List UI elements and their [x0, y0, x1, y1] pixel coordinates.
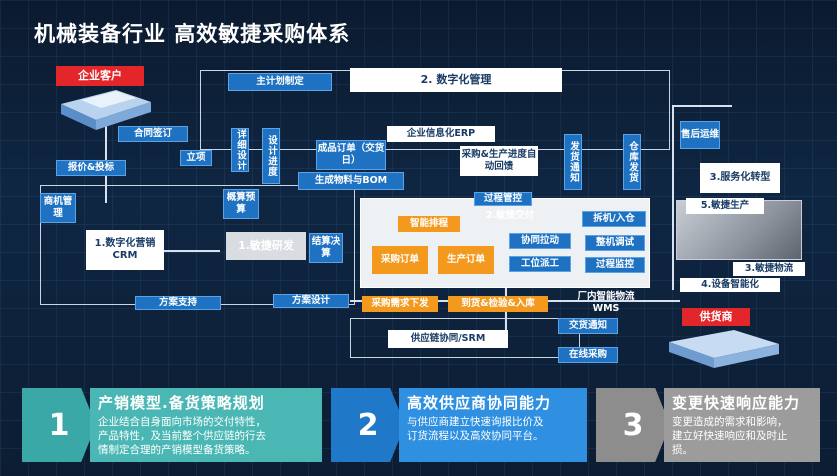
- card-1-number: 1: [22, 388, 96, 462]
- card-1-line: 企业结合自身面向市场的交付特性，: [98, 416, 266, 428]
- node-wms: 厂内智能物流WMS: [577, 291, 635, 314]
- connector: [105, 113, 107, 203]
- card-1-line: 情制定合理的产销模型备货策略。: [98, 444, 256, 457]
- card-3: 3 变更快速响应能力 变更造成的需求和影响， 建立好快速响应和及时止 损。: [596, 388, 820, 462]
- connector: [672, 105, 732, 107]
- supplier-factory-icon: [669, 330, 779, 368]
- card-1-title: 产销模型.备货策略规划: [98, 394, 265, 412]
- node-service: 3.服务化转型: [700, 163, 780, 193]
- node-equipment-smart: 4.设备智能化: [680, 278, 780, 292]
- connector: [110, 250, 220, 252]
- node-bom: 生成物料与BOM: [298, 172, 404, 190]
- card-2-line: 订货流程以及高效协同平台。: [407, 430, 544, 443]
- supplier-label: 供货商: [682, 308, 750, 326]
- card-3-line: 损。: [672, 444, 693, 457]
- node-after-sales: 售后运维: [680, 121, 720, 149]
- card-1-line: 产品特性，及当前整个供应链的行去: [98, 430, 266, 443]
- node-delivery-notice: 交货通知: [558, 318, 618, 334]
- node-agile-production: 5.敏捷生产: [686, 198, 764, 214]
- node-agile-rd: 1.敏捷研发: [226, 232, 306, 260]
- connector: [672, 105, 674, 290]
- card-2-body: 高效供应商协同能力 与供应商建立快速询报比价及 订货流程以及高效协同平台。: [399, 388, 587, 462]
- node-production-order: 生产订单: [438, 246, 494, 274]
- node-project: 立项: [180, 150, 212, 166]
- node-digital-mgmt: 2. 数字化管理: [350, 68, 562, 92]
- node-warehouse-ship: 仓库发货: [623, 134, 641, 190]
- node-purchase-feedback: 采购&生产进度自动回馈: [460, 146, 538, 176]
- flow-frame-bottom: [350, 318, 580, 358]
- card-2-number: 2: [331, 388, 405, 462]
- node-budget: 概算预算: [223, 189, 259, 219]
- node-contract: 合同签订: [118, 126, 188, 142]
- node-process-monitor: 过程监控: [585, 257, 645, 273]
- card-3-text: 变更造成的需求和影响， 建立好快速响应和及时止 损。: [672, 415, 788, 458]
- card-2-title: 高效供应商协同能力: [407, 394, 552, 412]
- card-2-text: 与供应商建立快速询报比价及 订货流程以及高效协同平台。: [407, 415, 544, 443]
- card-3-line: 建立好快速响应和及时止: [672, 430, 788, 443]
- node-receiving: 到货&检验&入库: [448, 296, 548, 312]
- node-smart-schedule: 智能排程: [398, 216, 460, 232]
- node-solution-design: 方案设计: [273, 294, 349, 308]
- node-process-control: 过程管控: [474, 192, 532, 206]
- card-3-number: 3: [596, 388, 670, 462]
- node-shipping-notice: 发货通知: [564, 134, 582, 190]
- node-erp: 企业信息化ERP: [387, 126, 495, 142]
- node-disassembly: 拆机/入仓: [582, 211, 646, 227]
- card-2: 2 高效供应商协同能力 与供应商建立快速询报比价及 订货流程以及高效协同平台。: [331, 388, 587, 462]
- node-online-purchase: 在线采购: [558, 347, 618, 363]
- card-3-line: 变更造成的需求和影响，: [672, 416, 788, 428]
- node-master-plan: 主计划制定: [228, 73, 332, 91]
- node-order: 成品订单（交货日）: [316, 140, 386, 170]
- node-purchase-order: 采购订单: [372, 246, 428, 274]
- node-quote: 报价&投标: [56, 160, 126, 176]
- card-1-body: 产销模型.备货策略规划 企业结合自身面向市场的交付特性， 产品特性，及当前整个供…: [90, 388, 322, 462]
- node-srm: 供应链协同/SRM: [388, 330, 508, 348]
- node-detail-design: 详细设计: [231, 128, 249, 172]
- customer-label: 企业客户: [56, 66, 144, 86]
- node-collab-pull: 协同拉动: [509, 233, 571, 249]
- card-2-line: 与供应商建立快速询报比价及: [407, 416, 544, 428]
- card-3-body: 变更快速响应能力 变更造成的需求和影响， 建立好快速响应和及时止 损。: [664, 388, 820, 462]
- node-settlement: 结算决算: [309, 233, 343, 263]
- node-agile-delivery: 2.敏捷交付: [485, 210, 535, 222]
- node-solution-support: 方案支持: [135, 296, 221, 310]
- node-design-progress: 设计进度: [262, 128, 280, 184]
- node-opportunity: 商机管理: [40, 193, 76, 223]
- node-assembly-test: 整机调试: [585, 235, 645, 251]
- card-1-text: 企业结合自身面向市场的交付特性， 产品特性，及当前整个供应链的行去 情制定合理的…: [98, 415, 266, 458]
- page-title: 机械装备行业 高效敏捷采购体系: [34, 22, 351, 46]
- customer-building-icon: [61, 90, 151, 130]
- node-workstation: 工位派工: [509, 256, 571, 272]
- node-agile-logistics: 3.敏捷物流: [733, 262, 805, 276]
- node-crm: 1.数字化营销CRM: [86, 230, 164, 270]
- card-3-title: 变更快速响应能力: [672, 394, 801, 412]
- node-purchase-demand: 采购需求下发: [362, 296, 438, 312]
- card-1: 1 产销模型.备货策略规划 企业结合自身面向市场的交付特性， 产品特性，及当前整…: [22, 388, 322, 462]
